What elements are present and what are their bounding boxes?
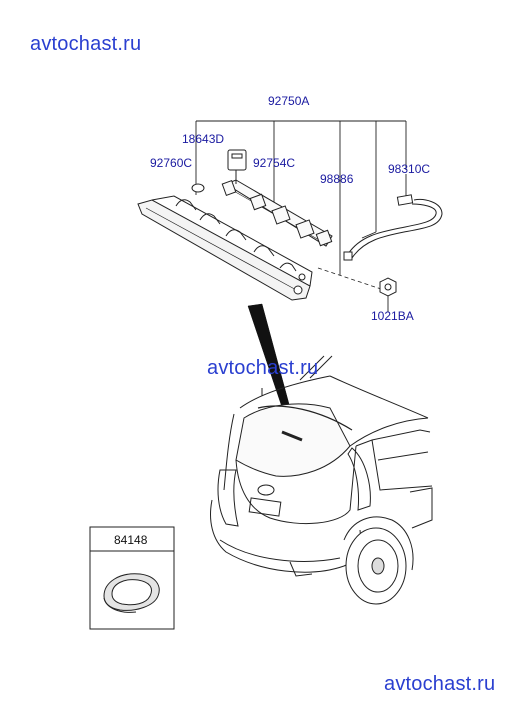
grommet-plug-drawing xyxy=(103,573,160,613)
inset-box-84148 xyxy=(89,526,175,630)
wiring-harness xyxy=(191,149,333,247)
stop-lamp-assembly xyxy=(137,195,313,301)
watermark-top: avtochast.ru xyxy=(30,33,142,55)
part-label-98310c: 98310C xyxy=(388,162,431,176)
part-label-1021ba: 1021BA xyxy=(371,309,414,323)
nut-1021ba xyxy=(379,277,397,312)
inset-part-number: 84148 xyxy=(114,533,148,547)
part-label-18643d: 18643D xyxy=(182,132,225,146)
part-label-92754c: 92754C xyxy=(253,156,296,170)
watermark-bottom: avtochast.ru xyxy=(384,673,496,695)
vehicle-rear-view xyxy=(210,355,433,605)
part-label-98886: 98886 xyxy=(320,172,354,186)
part-label-92760c: 92760C xyxy=(150,156,193,170)
leader-lines xyxy=(195,120,407,275)
dashed-link xyxy=(317,267,385,291)
part-label-92750a: 92750A xyxy=(268,94,310,108)
leader-98886-hose xyxy=(361,231,377,239)
watermark-middle: avtochast.ru xyxy=(207,357,319,379)
washer-hose xyxy=(343,194,443,261)
